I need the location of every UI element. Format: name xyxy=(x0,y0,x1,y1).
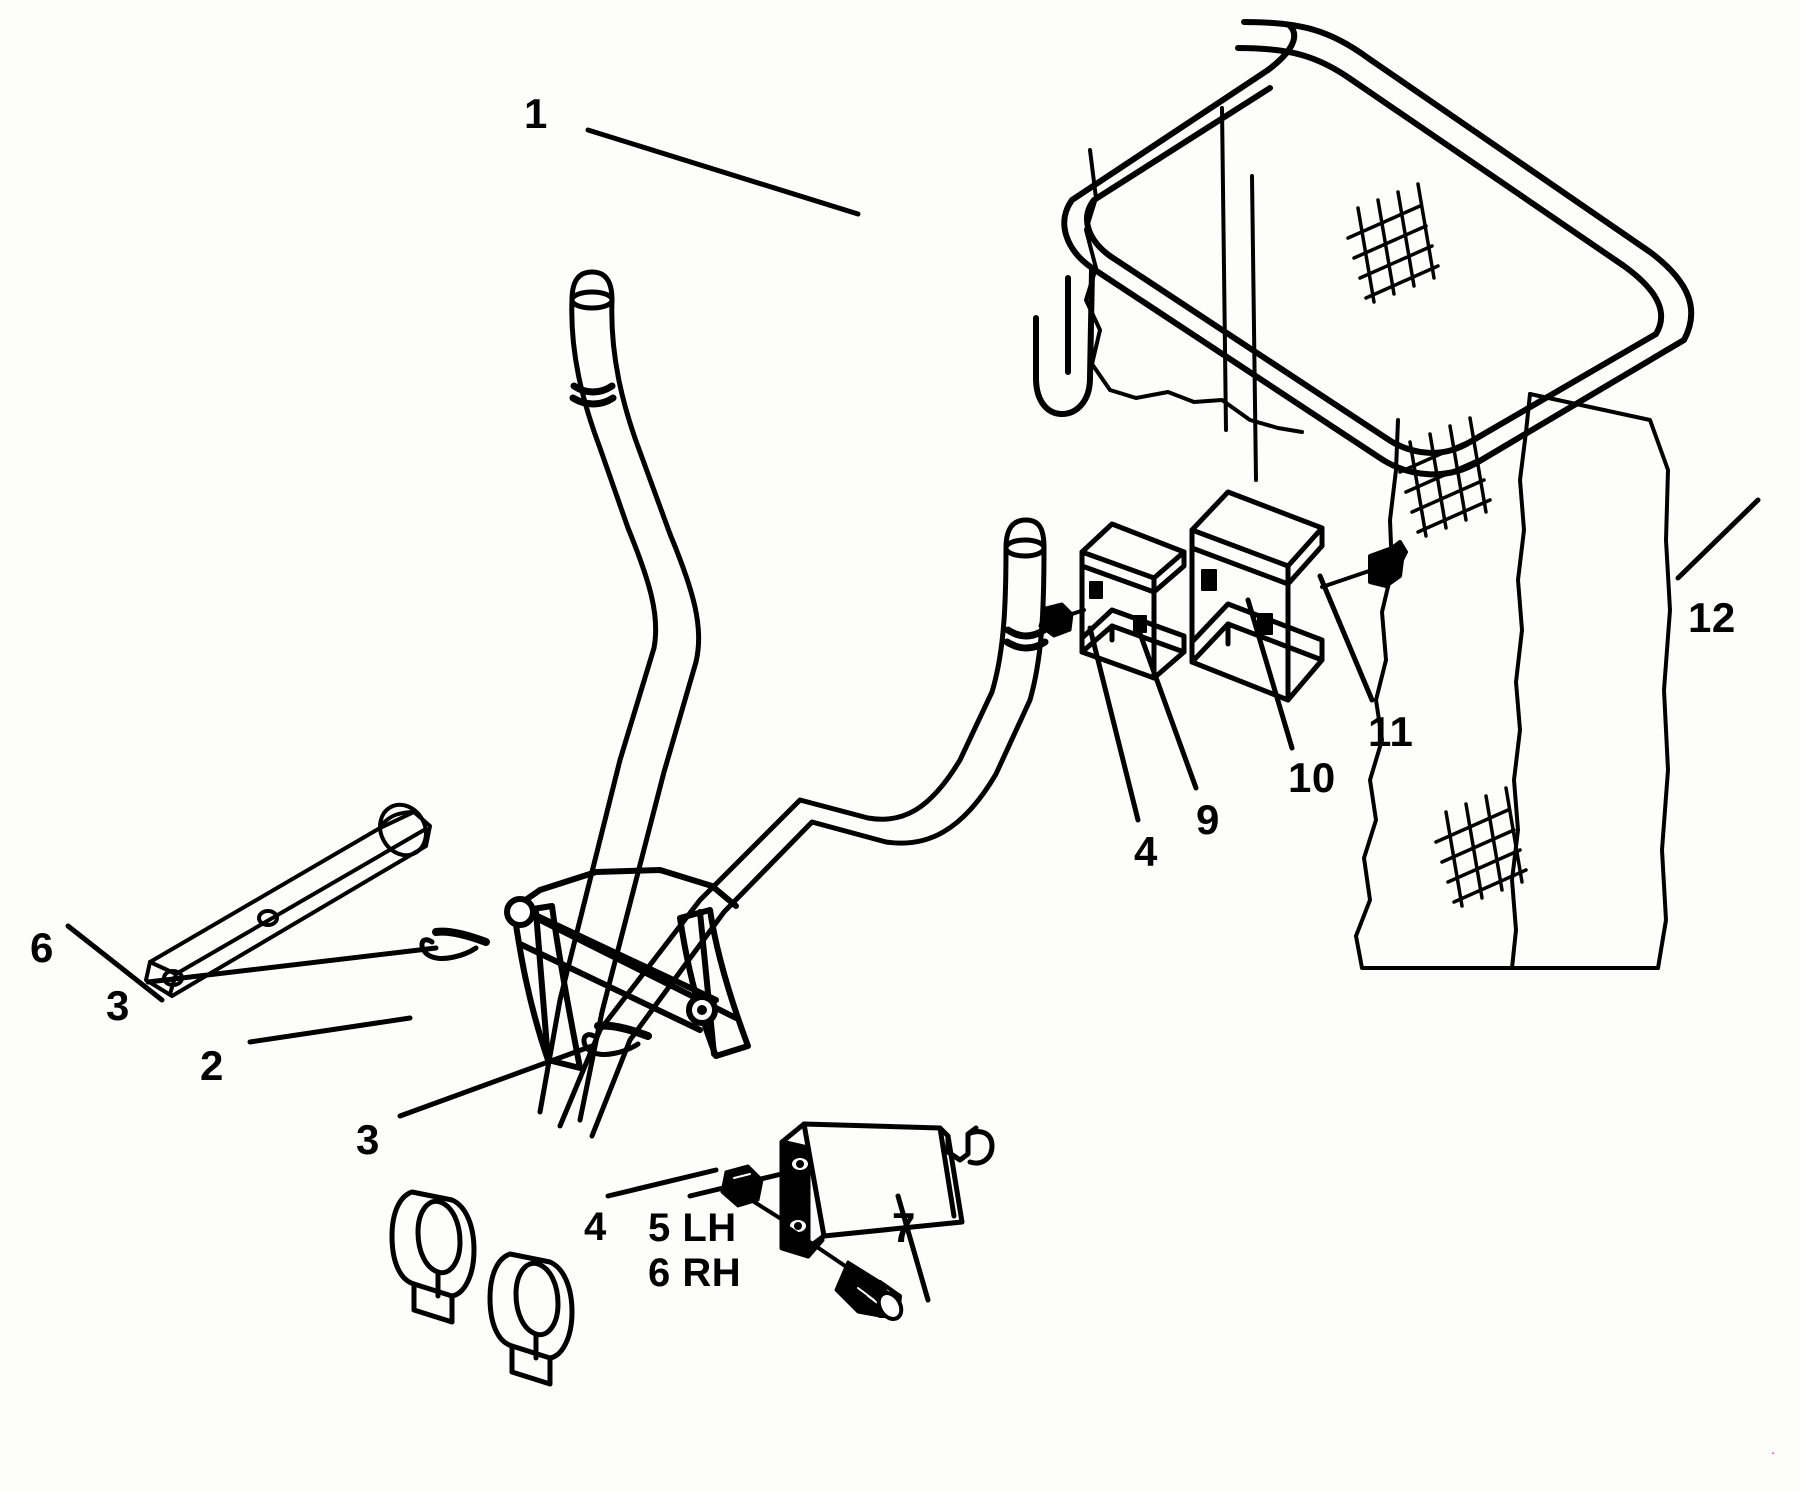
handle-clip-upper xyxy=(389,1189,477,1325)
hairpin-pin-upper xyxy=(419,927,490,961)
callout-7: 7 xyxy=(892,1204,916,1251)
handle-pivot-right xyxy=(686,994,718,1026)
callout-6: 6 xyxy=(30,924,54,971)
leader-11 xyxy=(1317,573,1375,703)
handle-cross-plate-left xyxy=(511,903,583,1071)
leader-5-6 xyxy=(687,1169,793,1199)
callout-3-lower: 3 xyxy=(356,1116,380,1163)
handle-bar-left xyxy=(537,269,702,1123)
bag-opening-edge xyxy=(1084,106,1304,482)
leader-1 xyxy=(585,127,861,217)
callout-2: 2 xyxy=(200,1042,224,1089)
hairpin-pin-lower xyxy=(581,1021,652,1057)
callout-1: 1 xyxy=(524,90,548,137)
handle-bar-right xyxy=(557,517,1049,1139)
callout-4-right: 4 xyxy=(1134,828,1158,875)
carriage-bolt-7 xyxy=(784,1224,904,1322)
motoruf-watermark: motoruf.de · xyxy=(1620,1442,1800,1492)
watermark-accent-dot: · xyxy=(1770,1446,1776,1462)
handle-pivot-left xyxy=(504,896,536,928)
leader-10 xyxy=(1245,597,1295,751)
handle-cross-brace xyxy=(511,867,739,1063)
callout-4-bottom: 4 xyxy=(584,1205,607,1249)
leader-3b xyxy=(397,1043,595,1119)
grass-bag-fabric xyxy=(1354,392,1672,970)
channel-bracket-10 xyxy=(1189,489,1325,703)
support-bar-6 xyxy=(144,802,432,998)
callout-3-upper: 3 xyxy=(106,982,130,1029)
leader-4b xyxy=(605,1167,719,1199)
leader-lines xyxy=(65,127,1761,1303)
leader-4r xyxy=(1087,625,1141,823)
leader-12 xyxy=(1675,497,1761,581)
leader-2 xyxy=(247,1015,413,1045)
handle-cross-plate-right xyxy=(677,907,751,1059)
bag-mesh-patch-lower xyxy=(1434,786,1528,908)
bag-mesh-patch-top xyxy=(1346,182,1440,304)
bag-mesh-patch-upper xyxy=(1398,416,1492,538)
bolt-11 xyxy=(1320,540,1408,589)
callout-5lh-6rh: 5 LH 6 RH xyxy=(648,1206,742,1295)
leader-6 xyxy=(65,923,165,1003)
support-bracket-5lh-6rh xyxy=(779,1121,995,1259)
leader-3a xyxy=(145,945,439,985)
leader-9 xyxy=(1135,625,1199,791)
callout-9: 9 xyxy=(1196,796,1220,843)
callout-10: 10 xyxy=(1288,754,1336,801)
callout-12: 12 xyxy=(1688,594,1736,641)
callout-11: 11 xyxy=(1368,708,1414,755)
bag-frame-tube xyxy=(1033,19,1695,478)
leader-7 xyxy=(895,1193,931,1303)
handle-clip-lower xyxy=(487,1251,575,1387)
